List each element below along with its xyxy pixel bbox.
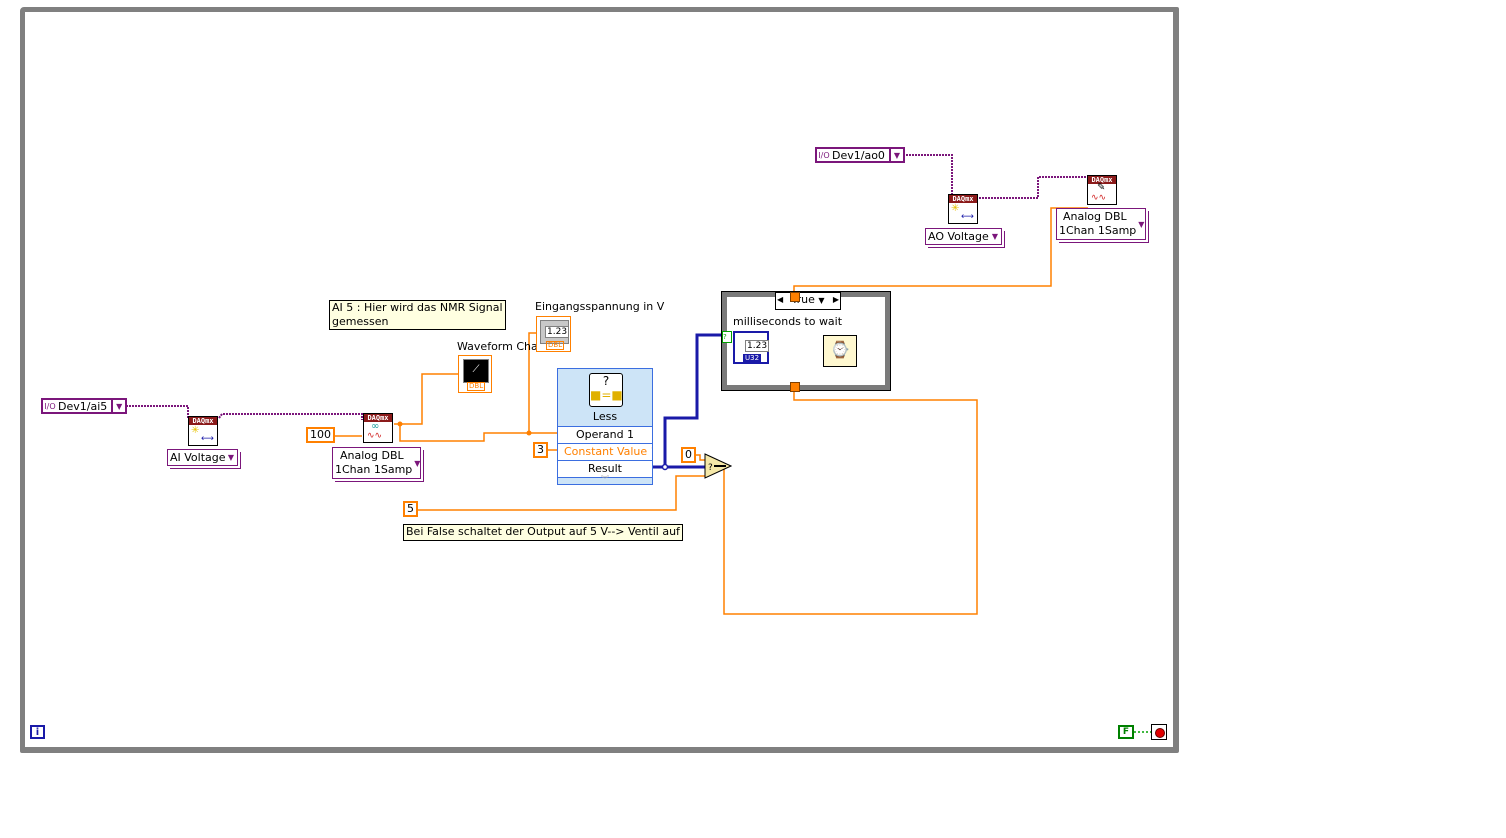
false-constant[interactable]: F: [1118, 725, 1134, 739]
wire-ao-channel: [894, 154, 953, 196]
glasses-icon: ∞: [371, 421, 380, 432]
express-row-result[interactable]: Result: [558, 460, 652, 478]
select-function-icon[interactable]: ?: [704, 452, 732, 480]
create-star-icon: ✳: [191, 425, 200, 436]
waveform-chart-label: Waveform Chart: [457, 340, 547, 353]
pulse-icon: ⟷: [961, 212, 974, 222]
ai-voltage-selector[interactable]: AI Voltage ▼: [167, 449, 238, 466]
stop-icon: [1155, 728, 1165, 738]
wire-const0: [694, 454, 708, 461]
ao-channel-constant[interactable]: I/O Dev1/ao0 ▼: [815, 147, 905, 163]
io-icon: I/O: [818, 150, 830, 160]
express-comparison-less[interactable]: ?■=■ Less Operand 1 Constant Value 1 Res…: [557, 368, 653, 485]
iteration-terminal[interactable]: i: [30, 725, 45, 739]
svg-text:?: ?: [708, 463, 713, 473]
comparison-icon: ?■=■: [589, 373, 623, 407]
pencil-icon: ✎: [1097, 182, 1106, 193]
wire-ai-channel: [117, 405, 189, 418]
create-star-icon: ✳: [951, 203, 960, 214]
case-prev-arrow[interactable]: ◀: [777, 295, 784, 304]
pulse-icon: ⟷: [201, 434, 214, 444]
dropdown-arrow-icon[interactable]: ▼: [818, 296, 825, 305]
wire-to-indicator: [528, 332, 538, 433]
junction-dot: [526, 430, 532, 436]
daqmx-write[interactable]: DAQmx ✎ ∿∿: [1087, 175, 1117, 205]
ai-read-polymorphic-selector[interactable]: Analog DBL 1Chan 1Samp ▼: [332, 447, 421, 479]
wire-ao-task: [979, 176, 1088, 199]
tunnel: [790, 292, 800, 302]
ao-voltage-selector[interactable]: AO Voltage ▼: [925, 228, 1002, 245]
daqmx-create-channel-ai[interactable]: DAQmx ✳ ⟷: [188, 416, 218, 446]
io-icon: I/O: [44, 401, 56, 411]
stop-terminal[interactable]: [1151, 724, 1167, 740]
case-selector-terminal[interactable]: ?: [722, 331, 732, 343]
wire-select-out: [723, 386, 978, 615]
case-selector[interactable]: ◀ True ▼ ▶: [775, 292, 841, 310]
chart-icon: ⟋: [463, 359, 489, 383]
case-next-arrow[interactable]: ▶: [832, 295, 839, 304]
dropdown-arrow-icon[interactable]: ▼: [888, 149, 903, 161]
ao-write-polymorphic-selector[interactable]: Analog DBL 1Chan 1Samp ▼: [1056, 208, 1146, 240]
wire-ai-task: [218, 413, 363, 420]
ai-channel-constant[interactable]: I/O Dev1/ai5 ▼: [41, 398, 128, 414]
daqmx-create-channel-ao[interactable]: DAQmx ✳ ⟷: [948, 194, 978, 224]
voltage-indicator-terminal[interactable]: 1.23 DBL: [536, 316, 571, 352]
dropdown-arrow-icon: ▼: [227, 453, 234, 462]
wire-to-chart: [394, 373, 458, 425]
dropdown-arrow-icon: ▼: [1138, 219, 1145, 229]
dropdown-arrow-icon: ▼: [414, 458, 421, 468]
constant-0[interactable]: 0: [681, 447, 696, 463]
wire-to-write: [793, 207, 1088, 296]
daqmx-read[interactable]: DAQmx ∞ ∿∿: [363, 413, 393, 443]
timeout-constant[interactable]: 100: [306, 427, 335, 443]
express-row-constant[interactable]: Constant Value 1: [558, 443, 652, 460]
dropdown-arrow-icon: ▼: [991, 232, 998, 241]
wire-const5: [416, 475, 706, 511]
express-row-operand1[interactable]: Operand 1: [558, 426, 652, 443]
wait-time-control[interactable]: 1.23 U32: [733, 331, 770, 364]
comment-ai5: AI 5 : Hier wird das NMR Signal gemessen: [329, 300, 506, 330]
waveform-icon: ∿∿: [367, 431, 383, 441]
constant-5[interactable]: 5: [403, 501, 418, 517]
wire-read-out: [399, 424, 560, 442]
waveform-icon: ∿∿: [1091, 193, 1107, 203]
comment-output: Bei False schaltet der Output auf 5 V-->…: [403, 524, 683, 541]
expand-chevron-icon[interactable]: ︾: [601, 475, 609, 484]
dropdown-arrow-icon[interactable]: ▼: [111, 400, 125, 412]
wait-label: milliseconds to wait: [733, 315, 843, 328]
wait-ms-function[interactable]: ⌚: [823, 335, 857, 367]
while-loop[interactable]: [20, 7, 1179, 753]
case-structure[interactable]: ◀ True ▼ ▶ milliseconds to wait 1.23 U32…: [721, 291, 891, 391]
indicator-label: Eingangsspannung in V: [535, 300, 665, 313]
tunnel: [790, 382, 800, 392]
constant-3[interactable]: 3: [533, 442, 548, 458]
waveform-chart-terminal[interactable]: ⟋ DBL: [458, 355, 492, 393]
junction-dot: [661, 463, 669, 471]
junction-dot: [397, 421, 403, 427]
